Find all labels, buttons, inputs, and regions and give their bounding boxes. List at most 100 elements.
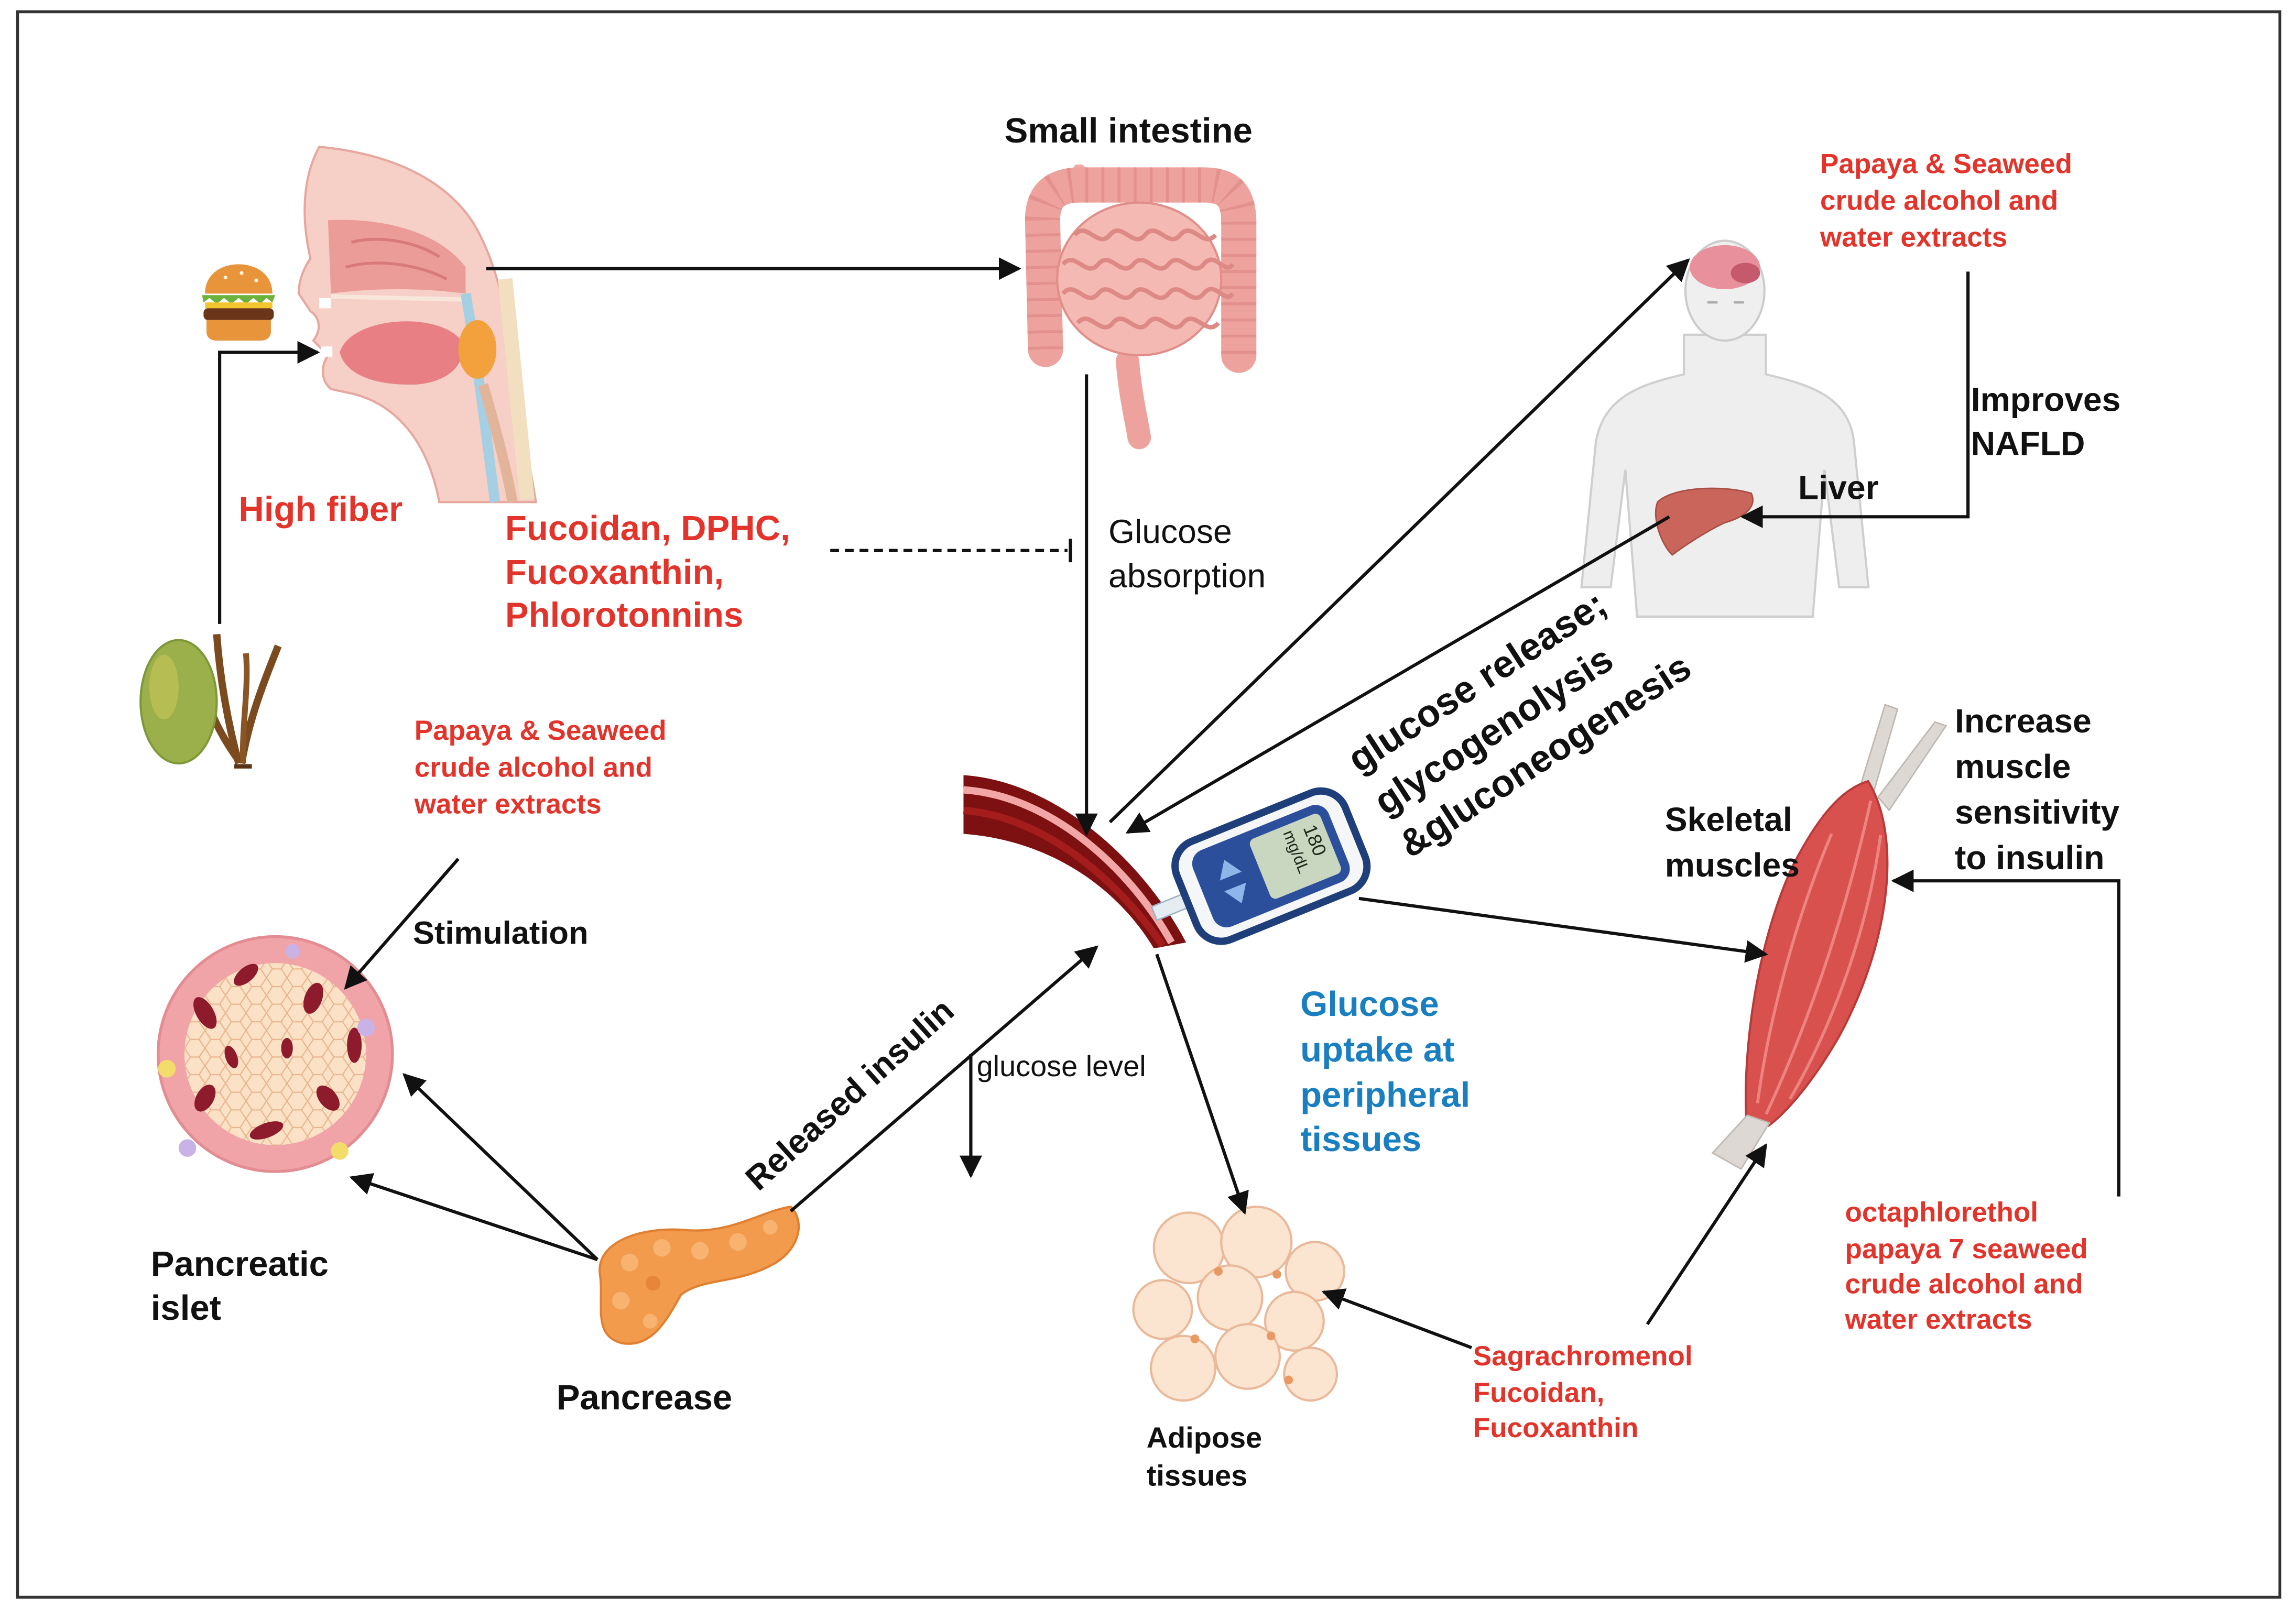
muscle-sensitivity-line-2: muscle <box>1955 748 2071 785</box>
pancreas-label: Pancrease <box>557 1378 732 1417</box>
pancreas-lobule <box>643 1314 658 1329</box>
muscle-top-tendon <box>1877 721 1947 812</box>
nasal-turbinate <box>351 238 440 258</box>
peripheral-uptake-line-2: uptake at <box>1300 1030 1454 1069</box>
pancreas-illustration <box>599 1206 800 1345</box>
adipocyte <box>1214 1323 1281 1390</box>
extracts-left-line-1: Papaya & Seaweed <box>415 715 667 746</box>
seaweed-compounds-line-1: Fucoidan, DPHC, <box>505 509 790 548</box>
burger-patty <box>203 308 274 320</box>
salivary-gland <box>458 320 497 379</box>
arrow-glucometer-to-muscle <box>1358 896 1768 963</box>
esophagus-tube <box>478 383 518 504</box>
adipose-compounds-line-1: Sagrachromenol <box>1473 1341 1693 1372</box>
adipocyte-nucleus <box>1214 1267 1223 1276</box>
intestine-loops <box>1076 316 1220 330</box>
capillary <box>281 1038 293 1059</box>
vessel-endothelium <box>963 786 1175 945</box>
adipocyte-nucleus <box>1284 1375 1293 1385</box>
extracts-muscle-line-2: papaya 7 seaweed <box>1845 1233 2087 1264</box>
skeletal-muscle-illustration <box>1711 704 1947 1170</box>
pancreas-lobule <box>691 1242 709 1260</box>
large-intestine-haustra <box>1025 167 1257 356</box>
arrow-blood-to-brain <box>1108 258 1690 824</box>
papaya-seaweed-illustration <box>139 633 282 769</box>
burger-icon <box>202 264 276 341</box>
adipocyte <box>1132 1279 1193 1340</box>
muscle-sensitivity-line-3: sensitivity <box>1955 793 2119 831</box>
nasal-cavity <box>328 220 466 294</box>
glucometer-icon: 180 mg/dL <box>1150 787 1371 945</box>
arrow-compounds-to-muscle <box>1646 1143 1768 1326</box>
islet-cell-grid <box>184 963 366 1145</box>
skeletal-muscles-line-1: Skeletal <box>1665 801 1792 838</box>
small-intestine-coil <box>1056 201 1223 357</box>
improves-nafld-line-1: Improves <box>1971 380 2121 418</box>
extracts-left-line-2: crude alcohol and <box>415 752 652 783</box>
arrow-fiber-to-mouth <box>218 341 320 624</box>
adipocyte <box>1149 1334 1217 1402</box>
intestine-loops <box>1073 228 1217 242</box>
body-silhouette <box>1580 333 1870 618</box>
arrow-pancreas-to-islet-lower <box>349 1173 598 1262</box>
liver-label: Liver <box>1798 469 1879 507</box>
adipocyte-nucleus <box>1266 1331 1276 1341</box>
capillary <box>303 982 323 1014</box>
extracts-top-line-3: water extracts <box>1820 222 2007 253</box>
adipose-cells-illustration <box>1132 1206 1345 1402</box>
adipose-compounds-line-3: Fucoxanthin <box>1473 1413 1639 1443</box>
capillary <box>194 1085 216 1112</box>
arrow-liver-to-blood <box>1125 515 1670 834</box>
peripheral-uptake-line-3: peripheral <box>1300 1076 1470 1115</box>
glucose-level-label: glucose level <box>977 1049 1146 1082</box>
vessel-media <box>963 806 1166 948</box>
pancreatic-islet-illustration <box>156 935 394 1173</box>
arrow-blood-to-adipose <box>1155 954 1249 1215</box>
muscle-sensitivity-line-1: Increase <box>1955 702 2092 740</box>
pancreas-lobule <box>646 1275 661 1290</box>
capillary <box>224 1046 238 1068</box>
up-button-icon <box>1220 860 1242 881</box>
arrow-compounds-to-adipose <box>1321 1288 1473 1350</box>
burger-seed <box>254 278 258 282</box>
pancreas-lobule <box>763 1220 778 1235</box>
blood-vessel-illustration <box>963 775 1187 949</box>
small-intestine-label: Small intestine <box>1005 111 1253 150</box>
pancreas-icon <box>599 1206 800 1345</box>
adipocyte <box>1196 1264 1264 1331</box>
burger-top-bun <box>205 264 273 294</box>
glucometer-screen <box>1249 814 1341 899</box>
arrow-extracts-to-liver <box>1740 271 1970 528</box>
brain-highlight <box>1731 262 1760 283</box>
capillary <box>249 1121 284 1140</box>
arrow-pancreas-to-islet-upper <box>402 1073 599 1261</box>
muscle-fibers <box>1756 800 1882 1115</box>
peripheral-uptake-line-1: Glucose <box>1300 984 1439 1024</box>
capillary <box>316 1085 340 1111</box>
pancreatic-islet-line-2: islet <box>151 1288 221 1328</box>
beta-cell <box>331 1142 349 1160</box>
hard-palate <box>331 294 463 302</box>
seaweed-compounds-line-2: Fucoxanthin, <box>505 553 724 592</box>
pancreas-lobule <box>621 1253 639 1272</box>
seaweed-icon <box>213 633 243 764</box>
pancreas-lobule <box>612 1291 630 1310</box>
burger-seed <box>240 271 244 275</box>
muscle-bottom-tendon <box>1711 1114 1771 1170</box>
alpha-cell <box>285 944 300 959</box>
upper-teeth <box>319 298 331 309</box>
pancreas-lobule <box>729 1233 747 1251</box>
extracts-muscle-line-1: octaphlorethol <box>1845 1197 2038 1228</box>
capillary <box>347 1027 362 1063</box>
extracts-top-line-2: crude alcohol and <box>1820 185 2058 216</box>
high-fiber-label: High fiber <box>238 490 402 529</box>
papaya-highlight <box>149 654 179 719</box>
arrow-extracts-to-muscle <box>1891 869 2120 1197</box>
rectum <box>1116 349 1151 450</box>
alpha-cell <box>357 1019 375 1037</box>
extracts-top-line-1: Papaya & Seaweed <box>1820 149 2072 180</box>
capillary <box>234 964 258 986</box>
alpha-cell <box>178 1139 197 1157</box>
adipose-tissues-line-2: tissues <box>1147 1459 1248 1492</box>
seaweed-strand <box>240 653 250 764</box>
